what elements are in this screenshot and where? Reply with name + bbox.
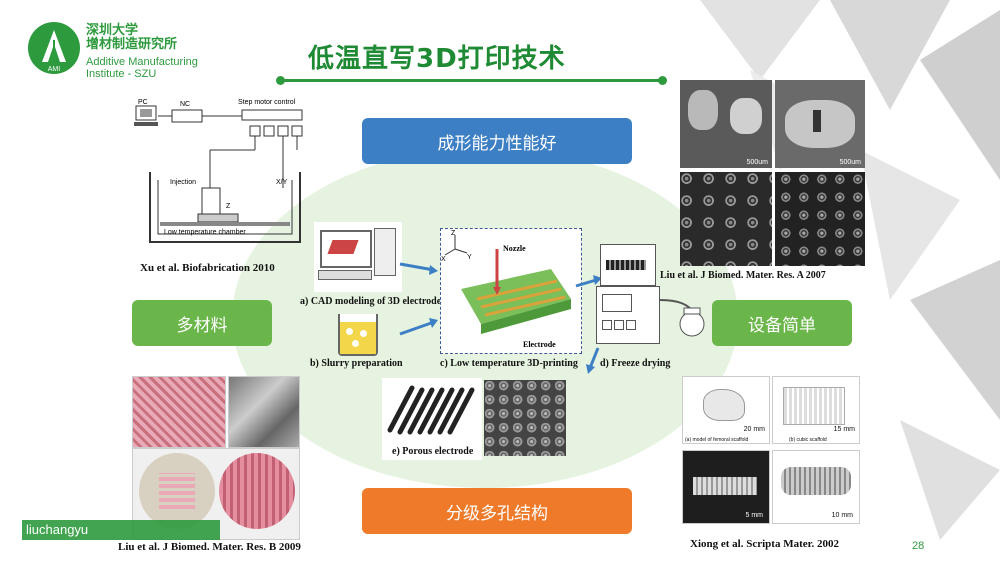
title-underline-dot-right — [658, 76, 667, 85]
sem-image-3 — [680, 172, 772, 266]
xiong-scale-b: 15 mm — [833, 426, 855, 433]
page-title: 低温直写3D打印技术 — [308, 44, 566, 74]
sem-image-4 — [775, 172, 865, 266]
caption-d: d) Freeze drying — [600, 358, 671, 369]
ref-xiong: Xiong et al. Scripta Mater. 2002 — [690, 538, 839, 550]
logo-badge: AMI — [28, 22, 80, 74]
banner-left: 多材料 — [132, 300, 272, 346]
label-chamber: Low temperature chamber — [164, 229, 246, 236]
caption-a: a) CAD modeling of 3D electrodes — [300, 296, 446, 307]
process-arrows-left — [399, 262, 438, 336]
caption-c: c) Low temperature 3D-printing — [440, 358, 578, 369]
porous-sem-image — [484, 380, 566, 456]
freeze-dryer — [594, 244, 660, 344]
banner-top: 成形能力性能好 — [362, 118, 632, 164]
arrow-to-freeze — [575, 275, 602, 288]
logo-en-1: Additive Manufacturing — [86, 56, 198, 68]
logo-cn: 深圳大学 增材制造研究所 — [86, 23, 178, 52]
xiong-scale-a: 20 mm — [743, 426, 765, 433]
xiong-photo-d: 10 mm — [772, 450, 860, 524]
electrode-rods-illustration — [387, 385, 475, 435]
axis-z-label: Z — [451, 230, 456, 237]
caption-e: e) Porous electrode — [392, 446, 474, 457]
xiong-photo-b: 15 mm (b) cubic scaffold — [772, 376, 860, 444]
watermark-bar — [22, 520, 220, 540]
sem-image-2: 500um — [775, 80, 865, 168]
title-underline — [282, 79, 662, 82]
label-injection: Injection — [170, 179, 196, 186]
banner-bottom: 分级多孔结构 — [362, 488, 632, 534]
title-underline-dot-left — [276, 76, 285, 85]
xiong-scale-d: 10 mm — [831, 512, 853, 519]
label-xy: X/Y — [276, 179, 288, 186]
slurry-beaker — [338, 314, 378, 356]
system-schematic: PC NC Step motor control Injection X/Y Z… — [134, 99, 303, 243]
ref-liu-a: Liu et al. J Biomed. Mater. Res. A 2007 — [660, 270, 826, 281]
banner-right: 设备简单 — [712, 300, 852, 346]
arrow-down-electrode — [586, 347, 600, 374]
xiong-label-a: (a) model of femoral scaffold — [685, 437, 749, 443]
logo-en-2: Institute - SZU — [86, 68, 157, 80]
ref-liu-b: Liu et al. J Biomed. Mater. Res. B 2009 — [118, 541, 301, 553]
freeze-dryer-pump — [659, 299, 705, 337]
label-step-motor: Step motor control — [238, 99, 296, 106]
logo-mark-icon: AMI — [42, 30, 66, 73]
sem-scale-1: 500um — [746, 159, 768, 166]
scaffold-photo-pink — [132, 376, 226, 448]
label-nc: NC — [180, 101, 190, 108]
ref-xu: Xu et al. Biofabrication 2010 — [140, 262, 275, 274]
scaffold-sem-photo — [228, 376, 300, 448]
porous-electrode-photo — [382, 378, 482, 460]
axis-y-label: Y — [467, 254, 472, 261]
printing-illustration: Z X Y Nozzle Electrode — [441, 230, 571, 349]
label-z: Z — [226, 203, 231, 210]
decorative-background — [700, 0, 1000, 540]
sem-scale-2: 500um — [839, 159, 861, 166]
cad-computer-illustration — [314, 222, 402, 292]
sem-image-1: 500um — [680, 80, 772, 168]
xiong-scale-c: 5 mm — [745, 512, 764, 519]
axis-x-label: X — [441, 256, 446, 263]
logo-mark-text: AMI — [48, 66, 61, 73]
nozzle-label: Nozzle — [503, 244, 526, 253]
xiong-label-b: (b) cubic scaffold — [789, 437, 827, 443]
label-pc: PC — [138, 99, 148, 106]
caption-b: b) Slurry preparation — [310, 358, 403, 369]
xiong-photo-c: 5 mm — [682, 450, 770, 524]
xiong-photo-a: 20 mm (a) model of femoral scaffold — [682, 376, 770, 444]
electrode-label: Electrode — [523, 340, 556, 349]
printing-box: Z X Y Nozzle Electrode — [440, 228, 582, 354]
page-number: 28 — [912, 540, 925, 552]
watermark-text: liuchangyu — [26, 522, 89, 537]
